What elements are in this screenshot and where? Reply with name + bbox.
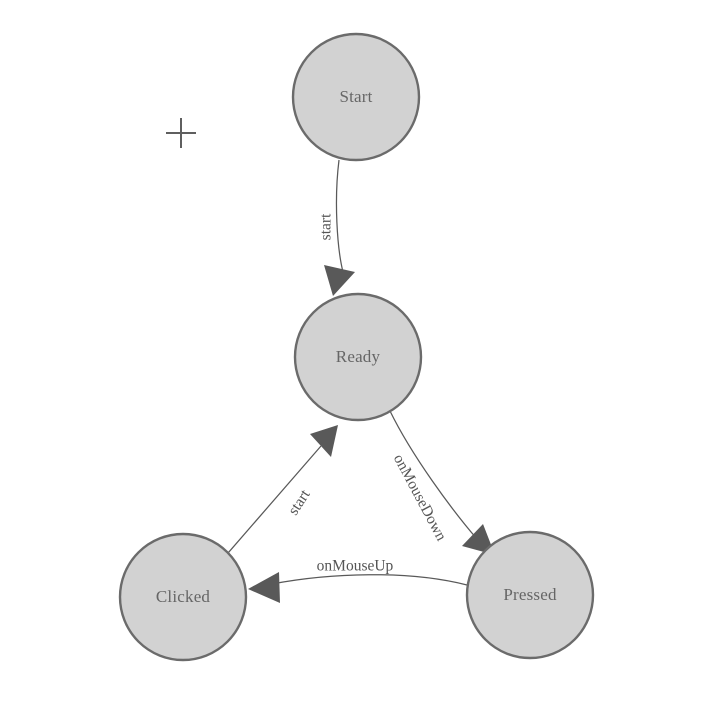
node-ready-label: Ready <box>336 347 381 366</box>
edge-label-start-to-ready: start <box>318 213 335 240</box>
edge-path-pressed-to-clicked <box>271 574 468 586</box>
edge-arrowhead-start-to-ready <box>324 265 355 296</box>
edge-path-start-to-ready <box>335 159 344 273</box>
edge-path-ready-to-pressed <box>389 410 478 540</box>
node-pressed[interactable]: Pressed <box>465 530 595 660</box>
edge-path-clicked-to-ready <box>227 445 322 554</box>
node-clicked-label: Clicked <box>156 587 211 606</box>
edge-start-to-ready[interactable]: start <box>318 159 355 296</box>
edge-clicked-to-ready[interactable]: start <box>227 425 338 554</box>
node-ready[interactable]: Ready <box>293 292 423 422</box>
edge-arrowhead-pressed-to-clicked <box>248 572 280 603</box>
edge-pressed-to-clicked[interactable]: onMouseUp <box>248 558 468 603</box>
node-clicked-circle <box>118 532 248 662</box>
plus-marker-icon[interactable] <box>166 118 196 148</box>
node-start-circle <box>291 32 421 162</box>
node-pressed-label: Pressed <box>503 585 557 604</box>
node-pressed-circle <box>465 530 595 660</box>
node-start-label: Start <box>339 87 372 106</box>
node-ready-circle <box>293 292 423 422</box>
edge-arrowhead-clicked-to-ready <box>310 425 338 457</box>
node-clicked[interactable]: Clicked <box>118 532 248 662</box>
edge-label-pressed-to-clicked: onMouseUp <box>317 558 394 575</box>
edge-ready-to-pressed[interactable]: onMouseDown <box>389 410 495 555</box>
edge-label-ready-to-pressed: onMouseDown <box>390 451 450 544</box>
node-start[interactable]: Start <box>291 32 421 162</box>
edge-label-clicked-to-ready: start <box>285 486 314 518</box>
edge-arrowhead-ready-to-pressed <box>462 524 495 555</box>
